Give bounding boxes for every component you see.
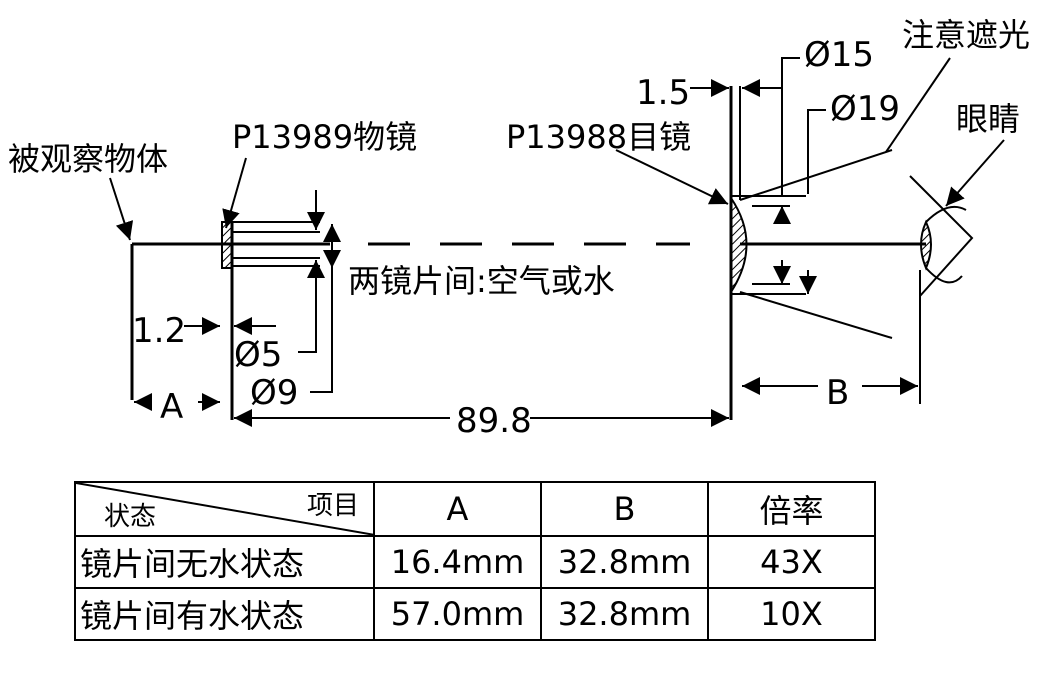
shading-label: 注意遮光	[902, 16, 1030, 54]
header-a: A	[373, 481, 542, 537]
object-label: 被观察物体	[8, 140, 168, 178]
d19-label: Ø19	[830, 89, 900, 129]
d5-leader	[298, 300, 317, 353]
ray-upper	[739, 149, 893, 201]
spec-table: 项目 状态 A B 倍率 镜片间无水状态 16.4mm 32.8mm 43X 镜…	[74, 481, 876, 641]
table-row: 镜片间无水状态 16.4mm 32.8mm 43X	[74, 535, 876, 589]
eyepiece-lens	[730, 194, 748, 296]
medium-label: 两镜片间:空气或水	[348, 262, 615, 300]
eye-lens	[920, 219, 932, 271]
d15-label: Ø15	[804, 35, 874, 75]
ray-lower	[739, 291, 893, 339]
eye-label: 眼睛	[956, 100, 1020, 138]
length-label: 89.8	[456, 401, 532, 441]
table-header-row: 项目 状态 A B 倍率	[74, 481, 876, 537]
d19-leader	[807, 109, 826, 194]
eye-leader	[945, 139, 1005, 207]
table-corner-cell: 项目 状态	[74, 481, 375, 537]
b-label: B	[826, 373, 849, 413]
d9-label: Ø9	[250, 373, 298, 413]
d5-label: Ø5	[234, 335, 282, 375]
shading-leader	[885, 57, 951, 153]
cell-b: 32.8mm	[540, 587, 709, 641]
object-leader	[109, 177, 134, 241]
table-row: 镜片间有水状态 57.0mm 32.8mm 10X	[74, 587, 876, 641]
row-label: 镜片间无水状态	[74, 535, 375, 589]
corner-bottom-label: 状态	[104, 502, 157, 532]
corner-top-label: 项目	[306, 491, 359, 521]
cell-a: 57.0mm	[373, 587, 542, 641]
objective-leader	[222, 157, 247, 229]
eyepiece-leader	[615, 149, 729, 205]
offset-label: 1.2	[132, 311, 186, 351]
gap-label: 1.5	[636, 73, 690, 113]
cell-b: 32.8mm	[540, 535, 709, 589]
header-mag: 倍率	[707, 481, 876, 537]
cell-mag: 43X	[707, 535, 876, 589]
eyepiece-label: P13988目镜	[506, 118, 691, 156]
d15-leader	[781, 57, 800, 196]
optical-diagram: 被观察物体 P13989物镜 P13988目镜 注意遮光 眼睛 两镜片间:空气或…	[8, 16, 1030, 441]
corner-diagonal	[76, 483, 375, 535]
d9-leader	[310, 268, 333, 393]
a-label: A	[160, 387, 183, 427]
header-b: B	[540, 481, 709, 537]
eye-outline	[909, 175, 974, 297]
cell-a: 16.4mm	[373, 535, 542, 589]
row-label: 镜片间有水状态	[74, 587, 375, 641]
cell-mag: 10X	[707, 587, 876, 641]
objective-label: P13989物镜	[232, 118, 417, 156]
